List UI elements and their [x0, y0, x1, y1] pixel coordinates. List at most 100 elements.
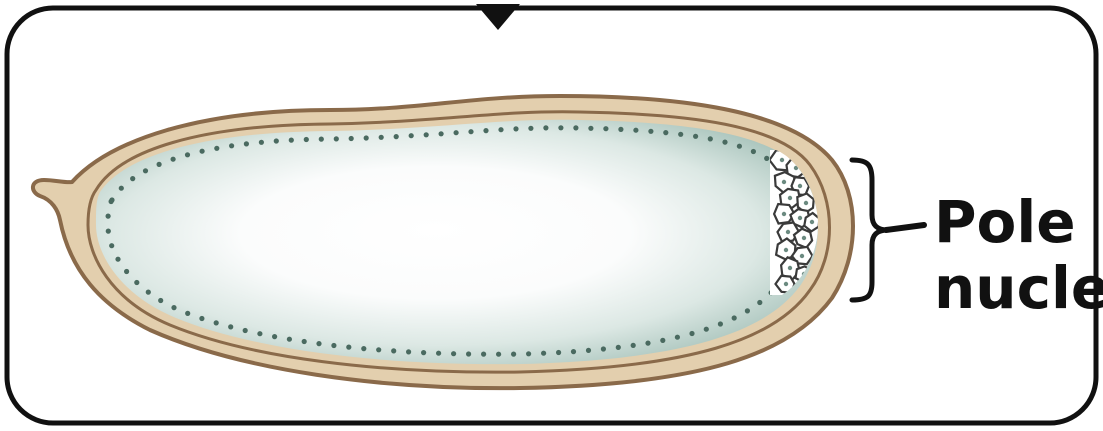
nucleus-dot: [119, 186, 124, 191]
pole-cell-nucleus: [784, 282, 788, 286]
pole-cell-nucleus: [784, 248, 788, 252]
nucleus-dot: [751, 149, 756, 154]
nucleus-dot: [109, 199, 114, 204]
nucleus-dot: [526, 351, 531, 356]
nucleus-dot: [689, 331, 694, 336]
nucleus-dot: [185, 152, 190, 157]
pole-cell-nucleus: [810, 220, 814, 224]
nucleus-dot: [409, 133, 414, 138]
nucleus-dot: [134, 280, 139, 285]
pole-cell-nucleus: [782, 212, 786, 216]
nucleus-dot: [645, 341, 650, 346]
nucleus-dot: [228, 324, 233, 329]
nucleus-dot: [558, 125, 563, 130]
nucleus-dot: [496, 352, 501, 357]
pole-cell-nucleus: [782, 180, 786, 184]
nucleus-dot: [406, 349, 411, 354]
nucleus-dot: [289, 138, 294, 143]
nucleus-dot: [631, 343, 636, 348]
nucleus-dot: [185, 311, 190, 316]
nucleus-dot: [764, 156, 769, 161]
nucleus-dot: [511, 352, 516, 357]
nucleus-dot: [302, 339, 307, 344]
nucleus-dot: [334, 136, 339, 141]
nucleus-dot: [436, 351, 441, 356]
nucleus-dot: [157, 162, 162, 167]
nucleus-dot: [708, 136, 713, 141]
nucleus-dot: [106, 214, 111, 219]
pole-cell-nucleus: [802, 236, 806, 240]
pole-cell-nucleus: [780, 158, 784, 162]
nucleus-dot: [481, 352, 486, 357]
nucleus-dot: [633, 128, 638, 133]
nucleus-dot: [732, 315, 737, 320]
nucleus-dot: [757, 300, 762, 305]
label-pole: Pole: [934, 188, 1076, 256]
nucleus-dot: [199, 316, 204, 321]
nucleus-dot: [663, 130, 668, 135]
pole-cell-nucleus: [798, 216, 802, 220]
nucleus-dot: [200, 149, 205, 154]
nucleus-dot: [648, 129, 653, 134]
nucleus-dot: [391, 348, 396, 353]
nucleus-dot: [259, 140, 264, 145]
nucleus-dot: [543, 125, 548, 130]
nucleus-dot: [274, 138, 279, 143]
nucleus-dot: [556, 350, 561, 355]
nucleus-dot: [468, 129, 473, 134]
nucleus-dot: [421, 350, 426, 355]
nucleus-dot: [257, 331, 262, 336]
nucleus-dot: [146, 290, 151, 295]
nucleus-dot: [349, 136, 354, 141]
nucleus-dot: [379, 135, 384, 140]
nucleus-dot: [704, 327, 709, 332]
nucleus-dot: [109, 243, 114, 248]
pole-cell-nucleus: [804, 201, 808, 205]
nucleus-dot: [287, 337, 292, 342]
pole-cell-nucleus: [798, 184, 802, 188]
nucleus-dot: [229, 143, 234, 148]
nucleus-dot: [346, 345, 351, 350]
nucleus-dot: [718, 321, 723, 326]
nucleus-dot: [745, 308, 750, 313]
nucleus-dot: [451, 351, 456, 356]
nucleus-dot: [158, 298, 163, 303]
nucleus-dot: [424, 132, 429, 137]
nucleus-dot: [143, 168, 148, 173]
nucleus-dot: [316, 341, 321, 346]
nucleus-dot: [171, 157, 176, 162]
pole-cell-nucleus: [786, 230, 790, 234]
nucleus-dot: [439, 131, 444, 136]
bracket-icon: [852, 160, 888, 300]
pole-cell-nucleus: [788, 266, 792, 270]
nucleus-dot: [331, 343, 336, 348]
nucleus-dot: [573, 125, 578, 130]
nucleus-dot: [115, 257, 120, 262]
nucleus-dot: [272, 334, 277, 339]
nucleus-dot: [722, 140, 727, 145]
nucleus-dot: [693, 134, 698, 139]
nucleus-dot: [319, 137, 324, 142]
nucleus-dot: [171, 305, 176, 310]
nucleus-dot: [588, 126, 593, 131]
nucleus-dot: [483, 128, 488, 133]
nucleus-dot: [243, 328, 248, 333]
nucleus-dot: [376, 347, 381, 352]
nucleus-dot: [214, 146, 219, 151]
nucleus-dot: [571, 349, 576, 354]
nucleus-dot: [498, 127, 503, 132]
arrow-down-icon: [476, 4, 520, 30]
nucleus-dot: [466, 351, 471, 356]
nucleus-dot: [541, 351, 546, 356]
nucleus-dot: [364, 135, 369, 140]
nucleus-dot: [616, 345, 621, 350]
nucleus-dot: [394, 134, 399, 139]
nucleus-dot: [214, 320, 219, 325]
egg-interior: [96, 120, 818, 364]
pole-cell-nucleus: [788, 196, 792, 200]
nucleus-dot: [304, 137, 309, 142]
nucleus-dot: [737, 144, 742, 149]
nucleus-dot: [124, 269, 129, 274]
nucleus-dot: [660, 338, 665, 343]
